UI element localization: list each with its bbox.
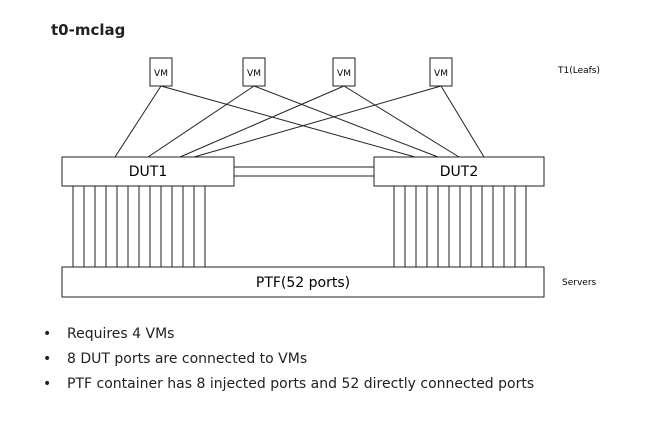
vm-box-1: VM [149,57,173,87]
note-text: PTF container has 8 injected ports and 5… [67,376,535,392]
tier-label: T1(Leafs) [557,66,600,76]
note-text: Requires 4 VMs [67,326,175,342]
dut1-box: DUT1 [61,156,235,187]
vm-to-dut1-link [179,85,345,158]
vm-box-2: VM [242,57,266,87]
vm-box-4: VM [429,57,453,87]
vm-to-dut2-link [343,85,460,158]
dut1-label: DUT1 [129,164,168,180]
vm-to-dut2-link [440,85,485,158]
vm-label: VM [434,69,448,79]
note-item: •8 DUT ports are connected to VMs [43,351,308,367]
vm-to-dut1-link [147,85,255,158]
vm-to-dut1-link [193,85,442,158]
vm-to-dut1-link [114,85,162,158]
ptf-label: PTF(52 ports) [256,275,350,291]
servers-label: Servers [562,278,597,288]
note-item: •Requires 4 VMs [43,326,175,342]
note-item: •PTF container has 8 injected ports and … [43,376,535,392]
vm-box-3: VM [332,57,356,87]
vm-to-dut2-link [253,85,439,158]
notes-list: •Requires 4 VMs •8 DUT ports are connect… [43,322,534,397]
dut2-box: DUT2 [373,156,545,187]
diagram-title: t0-mclag [51,21,126,39]
vm-label: VM [337,69,351,79]
note-text: 8 DUT ports are connected to VMs [67,351,308,367]
ptf-box: PTF(52 ports) [61,266,545,298]
vm-label: VM [247,69,261,79]
vm-label: VM [154,69,168,79]
dut2-label: DUT2 [440,164,479,180]
vm-to-dut2-link [160,85,416,158]
